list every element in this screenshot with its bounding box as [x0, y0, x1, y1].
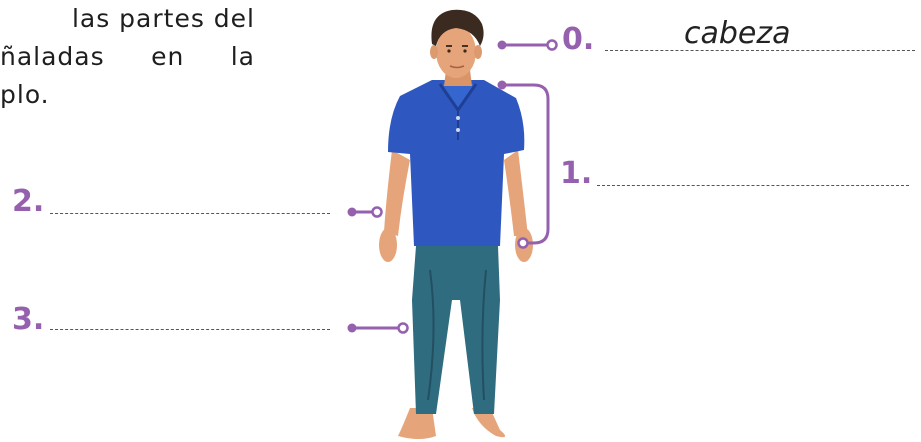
label-number-2: 2.	[12, 184, 44, 219]
pointer-head	[498, 41, 557, 50]
left-arm	[384, 150, 410, 236]
label-number-0: 0.	[562, 22, 594, 57]
person-illustration	[379, 10, 533, 439]
answer-line-1[interactable]	[597, 185, 909, 186]
answer-line-3[interactable]	[50, 329, 330, 330]
pointer-arm	[348, 208, 382, 217]
label-number-3: 3.	[12, 302, 44, 337]
pointer-leg	[348, 324, 408, 333]
label-number-1: 1.	[560, 156, 592, 191]
answer-text-0: cabeza	[684, 16, 791, 51]
right-arm	[504, 150, 528, 236]
answer-line-2[interactable]	[50, 213, 330, 214]
left-hand	[379, 228, 397, 262]
